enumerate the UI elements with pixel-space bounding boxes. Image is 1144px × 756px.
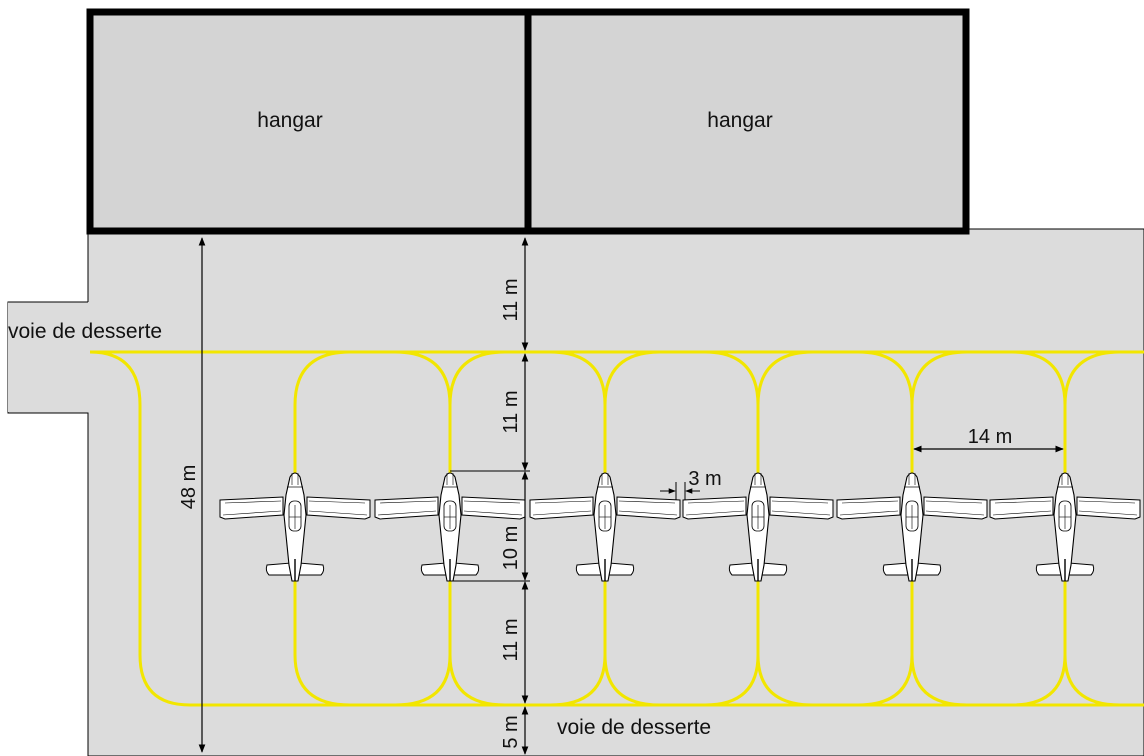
access-road-left-label: voie de desserte <box>8 320 162 343</box>
hangar-left-label: hangar <box>257 109 322 132</box>
dimension-wingtip-clearance: 3 m <box>688 468 721 490</box>
dimension-stand-bottom: 11 m <box>500 619 522 662</box>
dimension-setback-top: 11 m <box>500 279 522 322</box>
dimension-line-wingtip-clearance <box>660 482 700 500</box>
dimension-setback-bottom: 5 m <box>500 715 522 748</box>
hangar-right <box>524 8 970 235</box>
dimension-stand-top: 11 m <box>500 391 522 434</box>
dimension-chain-vertical <box>450 237 530 755</box>
dimension-stand-width: 14 m <box>968 426 1012 448</box>
hangar-left <box>86 8 532 235</box>
dimension-aircraft-length: 10 m <box>500 526 522 570</box>
access-road-bottom-label: voie de desserte <box>557 716 711 739</box>
dimension-total-depth: 48 m <box>178 465 200 509</box>
hangar-right-label: hangar <box>707 109 772 132</box>
access-road-left <box>8 302 90 412</box>
